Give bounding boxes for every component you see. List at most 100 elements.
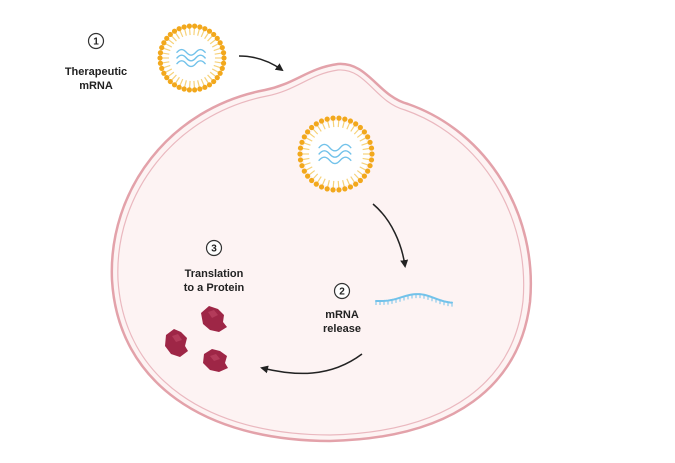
step-3-badge	[205, 239, 223, 257]
step-3-number: 3	[211, 244, 217, 255]
lipid-tail	[197, 28, 200, 36]
lipid-head	[197, 86, 203, 92]
step-2-label: 2 mRNA release	[323, 282, 361, 335]
arrow-release	[372, 203, 409, 268]
lipid-head	[171, 28, 178, 34]
lipid-tail	[211, 43, 219, 48]
lipid-head	[304, 129, 311, 135]
lipid-head	[357, 124, 363, 131]
lipid-tail	[179, 30, 184, 38]
lipid-tail	[362, 157, 370, 161]
lipid-head	[214, 35, 220, 41]
lipid-tail	[165, 43, 173, 48]
lipid-head	[202, 26, 208, 32]
lipid-tail	[167, 71, 175, 77]
lipid-tail	[327, 120, 330, 128]
step-3-line-2: to a Protein	[184, 282, 245, 294]
lipid-head	[220, 50, 227, 56]
lipid-head	[297, 151, 303, 157]
lipid-tail	[353, 128, 360, 135]
lipid-head	[336, 115, 342, 121]
lipid-tail	[312, 173, 319, 180]
lipid-head	[157, 60, 164, 66]
lipid-head	[171, 82, 178, 88]
lipid-tail	[321, 122, 326, 130]
encapsulated-mrna	[318, 156, 352, 165]
lipid-tail	[327, 180, 330, 188]
lipid-head	[192, 23, 198, 29]
lipid-head	[353, 181, 359, 187]
step-1-number: 1	[93, 37, 99, 48]
lipid-head	[164, 75, 170, 81]
lipid-head	[324, 186, 330, 192]
lipid-head	[221, 55, 227, 61]
lnp-core	[303, 121, 369, 187]
lipid-tail	[308, 132, 316, 138]
lipid-head	[365, 134, 371, 140]
lipid-head	[220, 60, 227, 66]
lipid-head	[361, 173, 368, 179]
cell	[110, 62, 533, 443]
lipid-head	[167, 31, 173, 38]
lipid-head	[181, 24, 187, 30]
lipid-head	[297, 157, 304, 163]
step-1-label: 1 Therapeutic mRNA	[65, 32, 127, 92]
lipid-head	[192, 87, 198, 93]
lipid-head	[206, 82, 213, 88]
lipid-head	[342, 186, 348, 192]
lipid-tail	[188, 80, 191, 88]
lipid-tail	[211, 68, 219, 73]
lipid-tail	[302, 147, 310, 151]
lipid-head	[181, 86, 187, 92]
encapsulated-mrna	[176, 54, 206, 62]
lipid-tail	[184, 28, 187, 36]
lipid-tail	[316, 125, 322, 132]
lipid-tail	[362, 147, 370, 151]
lipid-tail	[193, 80, 196, 88]
lipid-tail	[204, 32, 209, 40]
lipid-tail	[337, 120, 340, 128]
lipid-tail	[204, 76, 209, 84]
lipid-tail	[209, 39, 217, 45]
step-1-line-1: Therapeutic	[65, 66, 127, 78]
arrow-translation	[260, 353, 363, 375]
lipid-tail	[361, 162, 369, 166]
lipid-tail	[214, 61, 222, 64]
lipid-tail	[308, 170, 316, 176]
lipid-head	[206, 28, 213, 34]
lipid-tail	[200, 30, 205, 38]
lipid-tail	[200, 78, 205, 86]
lipid-head	[347, 118, 354, 124]
lipid-tail	[179, 78, 184, 86]
lipid-tail	[305, 166, 313, 171]
lipid-head	[299, 139, 305, 145]
step-2-line-1: mRNA	[325, 309, 359, 321]
lipid-head	[161, 70, 167, 76]
lipid-head	[309, 177, 315, 184]
process-arrows	[238, 55, 409, 375]
lipid-tail	[162, 52, 170, 55]
lipid-head	[161, 40, 167, 46]
lipid-tail	[312, 128, 319, 135]
lipid-head	[347, 184, 354, 190]
lipid-head	[330, 187, 336, 193]
encapsulated-mrna	[176, 60, 206, 68]
lipid-head	[367, 139, 373, 145]
lipid-tail	[356, 170, 364, 176]
lipid-head	[197, 24, 203, 30]
lipid-head	[301, 168, 307, 174]
lipid-tail	[346, 122, 351, 130]
lipid-tail	[175, 32, 180, 40]
lipid-head	[167, 78, 173, 85]
lipid-head	[219, 45, 225, 51]
lipid-tail	[197, 80, 200, 88]
released-mrna-strand	[375, 293, 453, 307]
mrna-backbone	[375, 293, 453, 304]
lipid-head	[367, 163, 373, 169]
step-2-number: 2	[339, 287, 345, 298]
lipid-head	[365, 168, 371, 174]
lipid-tail	[214, 52, 222, 55]
lipid-head	[159, 65, 165, 71]
step-2-line-2: release	[323, 323, 361, 335]
